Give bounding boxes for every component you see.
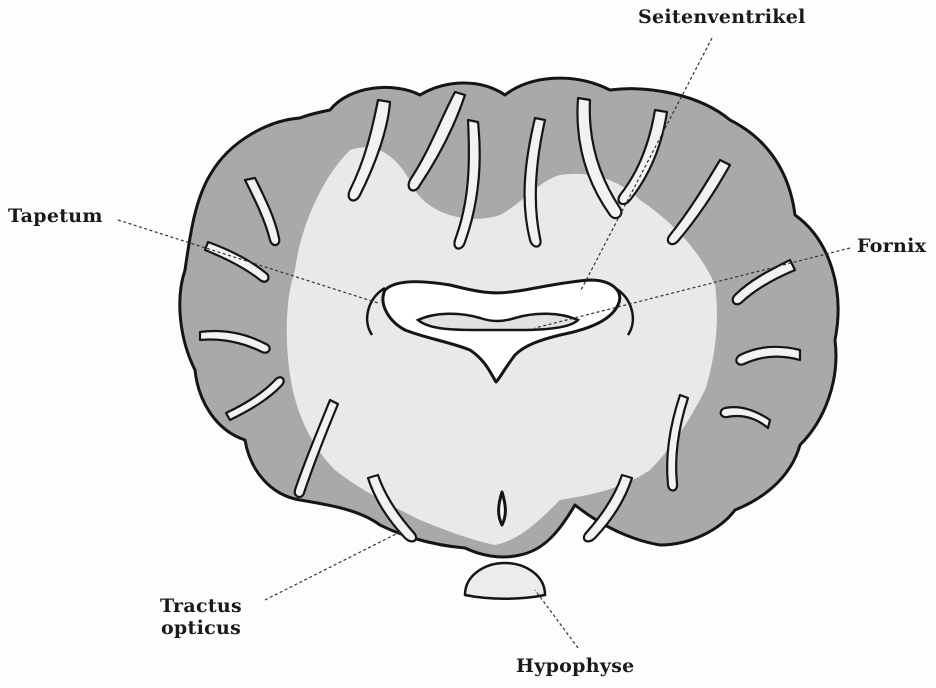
label-tapetum: Tapetum xyxy=(8,206,103,228)
label-seitenventrikel: Seitenventrikel xyxy=(638,7,806,29)
hypophysis xyxy=(465,563,545,599)
label-tractus-opticus: Tractus opticus xyxy=(160,596,242,640)
label-tractus-line2: opticus xyxy=(160,618,242,640)
third-ventricle-slit xyxy=(499,492,506,525)
label-tractus-line1: Tractus xyxy=(160,596,242,618)
label-hypophyse: Hypophyse xyxy=(516,656,635,678)
label-fornix: Fornix xyxy=(857,236,926,258)
leader-hypophyse xyxy=(535,590,578,648)
leader-tractus xyxy=(265,532,400,600)
